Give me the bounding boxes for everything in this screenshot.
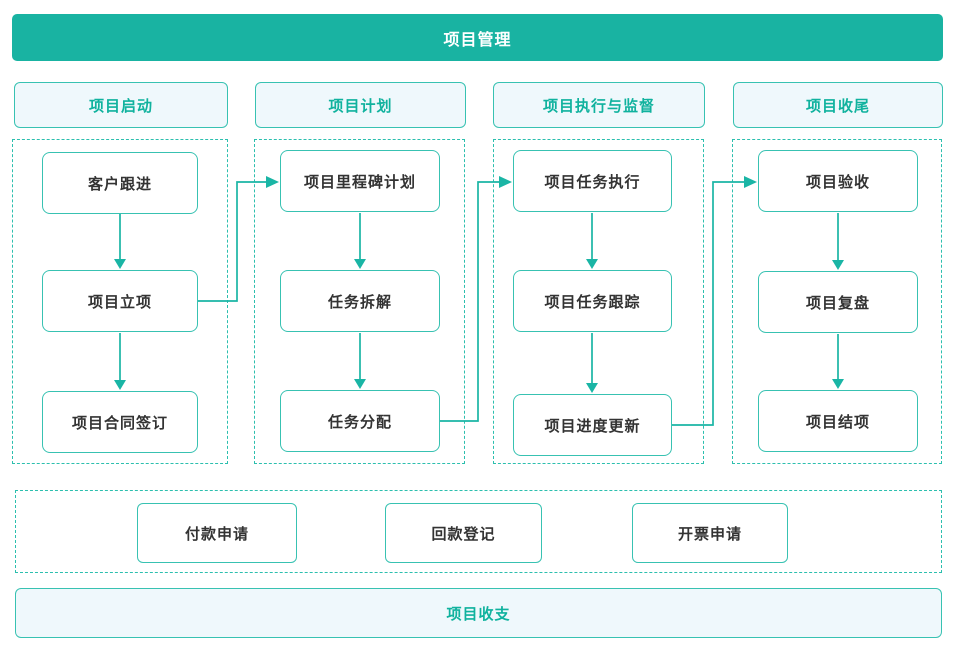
- node-task-assignment: 任务分配: [280, 390, 440, 452]
- finance-banner: 项目收支: [15, 588, 942, 638]
- node-task-breakdown: 任务拆解: [280, 270, 440, 332]
- node-project-approval: 项目立项: [42, 270, 198, 332]
- node-project-review: 项目复盘: [758, 271, 918, 333]
- column-header-planning: 项目计划: [255, 82, 466, 128]
- node-invoice-request: 开票申请: [632, 503, 788, 563]
- column-header-initiation: 项目启动: [14, 82, 228, 128]
- node-progress-update: 项目进度更新: [513, 394, 672, 456]
- node-task-execution: 项目任务执行: [513, 150, 672, 212]
- node-contract-signing: 项目合同签订: [42, 391, 198, 453]
- node-customer-followup: 客户跟进: [42, 152, 198, 214]
- node-payment-request: 付款申请: [137, 503, 297, 563]
- column-header-closing: 项目收尾: [733, 82, 943, 128]
- node-milestone-plan: 项目里程碑计划: [280, 150, 440, 212]
- title-banner: 项目管理: [12, 14, 943, 61]
- node-project-closure: 项目结项: [758, 390, 918, 452]
- column-header-execution-supervision: 项目执行与监督: [493, 82, 705, 128]
- node-project-acceptance: 项目验收: [758, 150, 918, 212]
- node-payment-collection-registration: 回款登记: [385, 503, 542, 563]
- node-task-tracking: 项目任务跟踪: [513, 270, 672, 332]
- finance-container: [15, 490, 942, 573]
